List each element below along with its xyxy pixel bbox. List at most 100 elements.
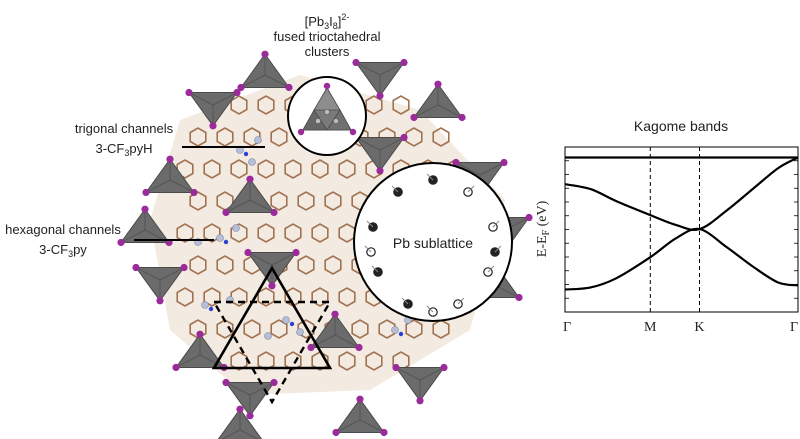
- pbi-octahedra: [117, 50, 533, 439]
- organic-ring: [230, 223, 248, 243]
- nitrogen-atom: [208, 306, 214, 312]
- pb-bond: [371, 265, 379, 273]
- organic-ring: [365, 351, 383, 371]
- organic-ring: [392, 95, 410, 115]
- organic-ring: [311, 159, 329, 179]
- iodine-atom: [332, 428, 340, 437]
- pb-bond: [492, 220, 500, 228]
- iodine-atom: [190, 188, 198, 197]
- octahedron-edge: [413, 104, 439, 118]
- iodine-atom: [268, 282, 276, 290]
- ligand-atom: [248, 158, 256, 166]
- octahedron-edge: [455, 162, 481, 176]
- octahedron-edge: [379, 62, 405, 76]
- k-point-label: Γ: [790, 320, 798, 335]
- octahedron-edge: [221, 429, 241, 439]
- octahedron-edge: [240, 74, 266, 88]
- iodine-atom: [392, 363, 400, 372]
- octahedron-edge: [335, 419, 361, 433]
- octahedron-edge: [199, 354, 225, 368]
- iodine-atom: [141, 205, 149, 213]
- octahedron-edge: [120, 229, 146, 243]
- organic-ring: [338, 159, 356, 179]
- organic-ring: [311, 223, 329, 243]
- organic-ring: [189, 191, 207, 211]
- pb-bond: [364, 245, 372, 253]
- octahedron-edge: [437, 104, 463, 118]
- nitrogen-atom: [223, 239, 229, 245]
- organic-ring: [230, 159, 248, 179]
- organic-ring: [176, 223, 194, 243]
- octahedron-edge: [188, 92, 214, 106]
- organic-ring: [203, 223, 221, 243]
- trigonal-formula: 3-CF3pyH: [95, 141, 152, 158]
- iodine-atom: [380, 428, 388, 437]
- octahedron-edge: [159, 267, 185, 281]
- organic-ring: [270, 319, 288, 339]
- octahedron-edge: [379, 137, 405, 151]
- iodine-atom: [222, 378, 230, 387]
- organic-ring: [311, 287, 329, 307]
- octahedron-edge: [225, 382, 251, 396]
- k-point-label: Γ: [563, 320, 571, 335]
- octahedron-edge: [395, 367, 421, 381]
- iodine-atom: [156, 297, 164, 305]
- band-curves: [564, 156, 799, 291]
- organic-ring: [216, 319, 234, 339]
- pb-bond: [366, 220, 374, 228]
- octahedron-edge: [212, 92, 238, 106]
- iodine-atom: [132, 263, 140, 272]
- iodine-atom: [410, 113, 418, 122]
- iodine-atom: [166, 155, 174, 163]
- octahedron-edge: [334, 334, 360, 348]
- iodine-atom: [233, 88, 241, 97]
- iodine-atom: [236, 405, 244, 413]
- octahedron-edge: [239, 429, 259, 439]
- octahedron-edge: [249, 199, 275, 213]
- iodine-atom: [237, 83, 245, 92]
- organic-ring: [297, 255, 315, 275]
- ligand-atom: [391, 326, 399, 334]
- organic-ring: [176, 287, 194, 307]
- iodine-atom: [292, 248, 300, 257]
- crystal-structure: Pb sublattice [Pb3I8]2- fused trioctahed…: [5, 12, 533, 439]
- iodine-atom: [356, 395, 364, 403]
- iodine-atom: [270, 378, 278, 387]
- pb-bond: [391, 185, 399, 193]
- organic-ring: [324, 191, 342, 211]
- octahedron-edge: [310, 334, 336, 348]
- nitrogen-atom: [398, 331, 404, 337]
- iodine-atom: [307, 343, 315, 352]
- iodine-atom: [142, 188, 150, 197]
- organic-ring: [338, 351, 356, 371]
- octahedron-edge: [355, 137, 381, 151]
- cluster-formula: [Pb3I8]2-: [305, 12, 350, 31]
- octahedron-edge: [175, 354, 201, 368]
- pb-bond: [467, 185, 475, 193]
- ligand-atom: [254, 136, 262, 144]
- iodine-atom: [244, 248, 252, 257]
- organic-ring: [432, 319, 450, 339]
- iodine-atom: [376, 92, 384, 100]
- iodine-atom: [222, 208, 230, 217]
- plot-frame: [564, 146, 799, 313]
- organic-ring: [270, 191, 288, 211]
- iodine-atom: [376, 167, 384, 175]
- iodine-atom: [331, 310, 339, 318]
- ligand-atom: [201, 301, 209, 309]
- octahedron-edge: [264, 74, 290, 88]
- pb-bond: [457, 297, 465, 305]
- pb-bond: [487, 265, 495, 273]
- organic-ring: [216, 255, 234, 275]
- pb-bond: [401, 297, 409, 305]
- iodine-atom: [500, 158, 508, 167]
- pb-bond: [494, 245, 502, 253]
- organic-ring: [297, 191, 315, 211]
- trigonal-channels-label: trigonal channels: [75, 121, 174, 136]
- bands-title: Kagome bands: [634, 118, 728, 134]
- iodine-atom: [352, 58, 360, 67]
- organic-ring: [432, 127, 450, 147]
- pb-bond: [426, 173, 434, 181]
